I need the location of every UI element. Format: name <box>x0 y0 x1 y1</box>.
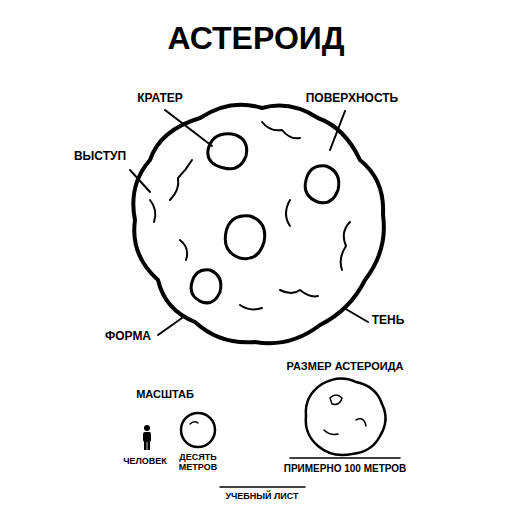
scale-label: ЧЕЛОВЕК <box>123 456 167 466</box>
part-label: КРАТЕР <box>137 92 183 106</box>
part-label: ФОРМА <box>105 330 151 344</box>
crater <box>225 216 264 259</box>
scale-circle <box>181 413 215 447</box>
asteroid-outline <box>133 105 384 344</box>
crater <box>208 134 247 169</box>
crater <box>191 270 221 303</box>
asteroid-small <box>306 378 386 455</box>
person-icon <box>143 425 151 450</box>
crater <box>305 166 339 203</box>
part-label: ПОВЕРХНОСТЬ <box>306 92 399 106</box>
size-heading: РАЗМЕР АСТЕРОИДА <box>287 360 404 373</box>
caption: УЧЕБНЫЙ ЛИСТ <box>225 491 298 501</box>
title: АСТЕРОИД <box>167 20 344 57</box>
scale-heading: МАСШТАБ <box>136 388 194 401</box>
part-label: ТЕНЬ <box>372 314 405 328</box>
scale-label: ДЕСЯТЬ МЕТРОВ <box>170 452 226 473</box>
part-label: ВЫСТУП <box>74 150 126 164</box>
size-label: ПРИМЕРНО 100 МЕТРОВ <box>284 463 407 475</box>
